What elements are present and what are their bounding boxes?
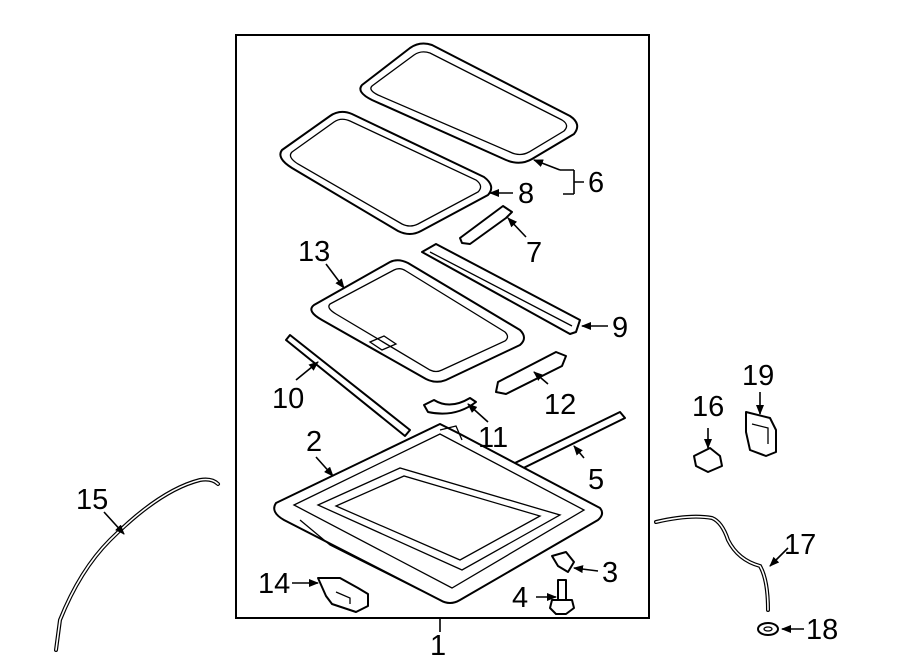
callout-13: 13 (298, 236, 330, 268)
callout-15: 15 (76, 484, 108, 516)
part-clip-housing (745, 411, 777, 457)
part-small-bracket (551, 551, 575, 573)
callout-12: 12 (544, 389, 576, 421)
part-rear-rail (421, 243, 581, 335)
callout-9: 9 (612, 312, 628, 344)
callout-18: 18 (806, 614, 838, 646)
callout-2: 2 (306, 426, 322, 458)
callout-7: 7 (526, 237, 542, 269)
callout-8: 8 (518, 178, 534, 210)
part-clip (423, 397, 477, 415)
callout-6: 6 (588, 167, 604, 199)
assembly-frame-box (235, 34, 650, 619)
part-motor (317, 577, 369, 613)
part-glass-seal (279, 110, 493, 235)
part-bracket (459, 205, 513, 245)
part-bolt (549, 579, 575, 615)
part-glass-panel (359, 42, 579, 164)
callout-11: 11 (478, 422, 508, 454)
callout-16: 16 (692, 391, 724, 423)
callout-19: 19 (742, 360, 774, 392)
part-grommet (757, 622, 779, 636)
callout-10: 10 (272, 383, 304, 415)
callout-17: 17 (784, 529, 816, 561)
callout-1: 1 (430, 630, 446, 661)
callout-4: 4 (512, 582, 528, 614)
part-connector (693, 447, 723, 473)
part-seal-strip (285, 334, 411, 437)
callout-5: 5 (588, 464, 604, 496)
part-guide (495, 351, 567, 395)
leader-lines (103, 159, 804, 633)
callout-3: 3 (602, 557, 618, 589)
part-sunshade-panel (310, 259, 525, 383)
part-sunroof-frame (273, 423, 604, 604)
callout-14: 14 (258, 568, 290, 600)
